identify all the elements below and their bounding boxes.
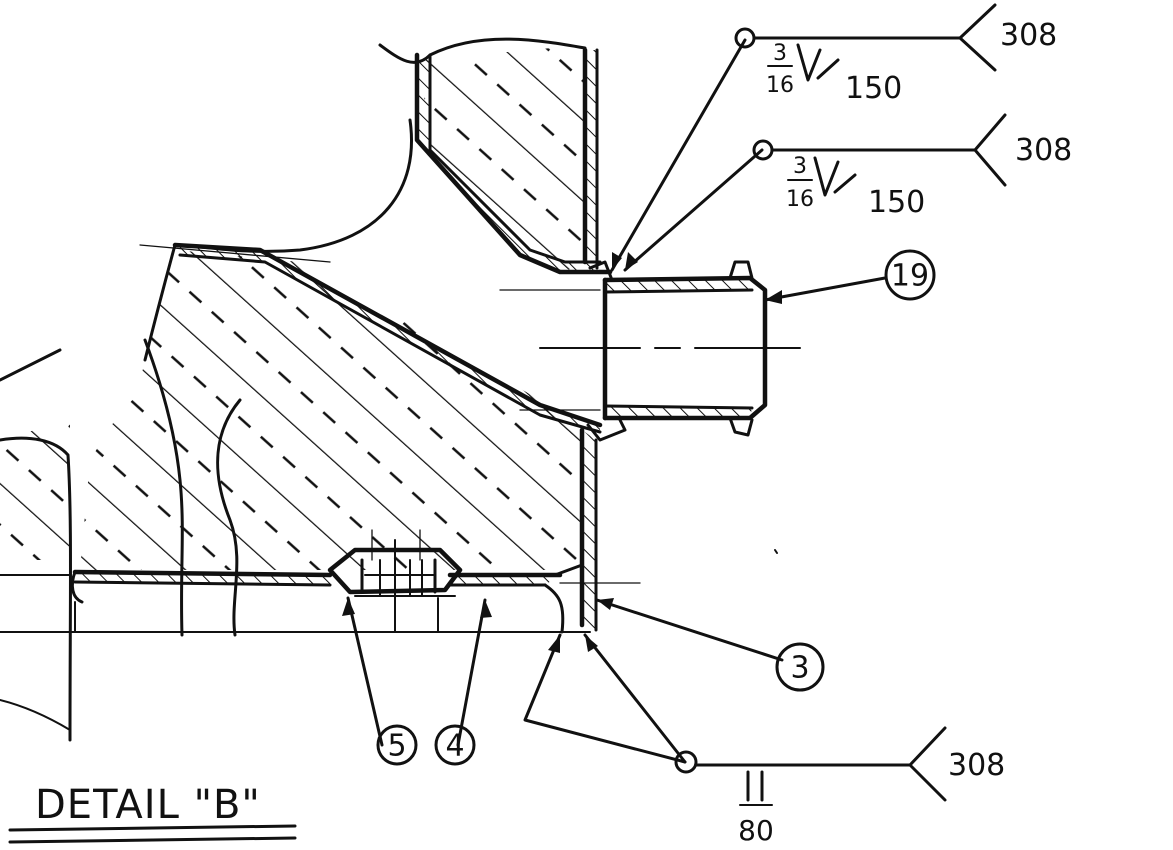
weld-symbol-upper: 308 3 16 150 <box>734 3 1057 106</box>
weld-tail-upper: 308 <box>1000 18 1057 53</box>
nozzle <box>499 260 801 442</box>
bottom-plate <box>0 563 641 634</box>
callout-4: 4 <box>434 724 476 766</box>
weld-value-middle: 150 <box>868 185 925 220</box>
right-wall <box>579 427 598 632</box>
detail-title: DETAIL "B" <box>8 782 297 844</box>
callout-19: 19 <box>884 249 936 301</box>
weld-size-num-upper: 3 <box>773 41 787 66</box>
weld-size-den-middle: 16 <box>786 187 814 212</box>
leader-lines <box>342 38 887 764</box>
callout-4-label: 4 <box>445 729 464 764</box>
callout-3: 3 <box>775 642 825 692</box>
fitting <box>327 529 463 633</box>
weld-tail-lower: 308 <box>948 748 1005 783</box>
stray-mark <box>774 549 778 554</box>
callout-19-label: 19 <box>891 259 929 294</box>
hatched-section <box>0 45 585 570</box>
upper-wall <box>378 37 613 275</box>
callout-5-label: 5 <box>387 729 406 764</box>
callout-5: 5 <box>376 724 418 766</box>
weld-symbol-middle: 308 3 16 150 <box>752 113 1072 220</box>
detail-title-text: DETAIL "B" <box>35 782 261 828</box>
weld-value-upper: 150 <box>845 71 902 106</box>
weld-size-num-middle: 3 <box>793 154 807 179</box>
weld-size-den-upper: 16 <box>766 73 794 98</box>
callout-3-label: 3 <box>790 651 809 686</box>
weld-tail-middle: 308 <box>1015 133 1072 168</box>
weld-symbol-lower: 308 80 <box>674 726 1005 847</box>
weld-value-lower: 80 <box>738 814 774 847</box>
sloped-plate <box>139 242 603 434</box>
